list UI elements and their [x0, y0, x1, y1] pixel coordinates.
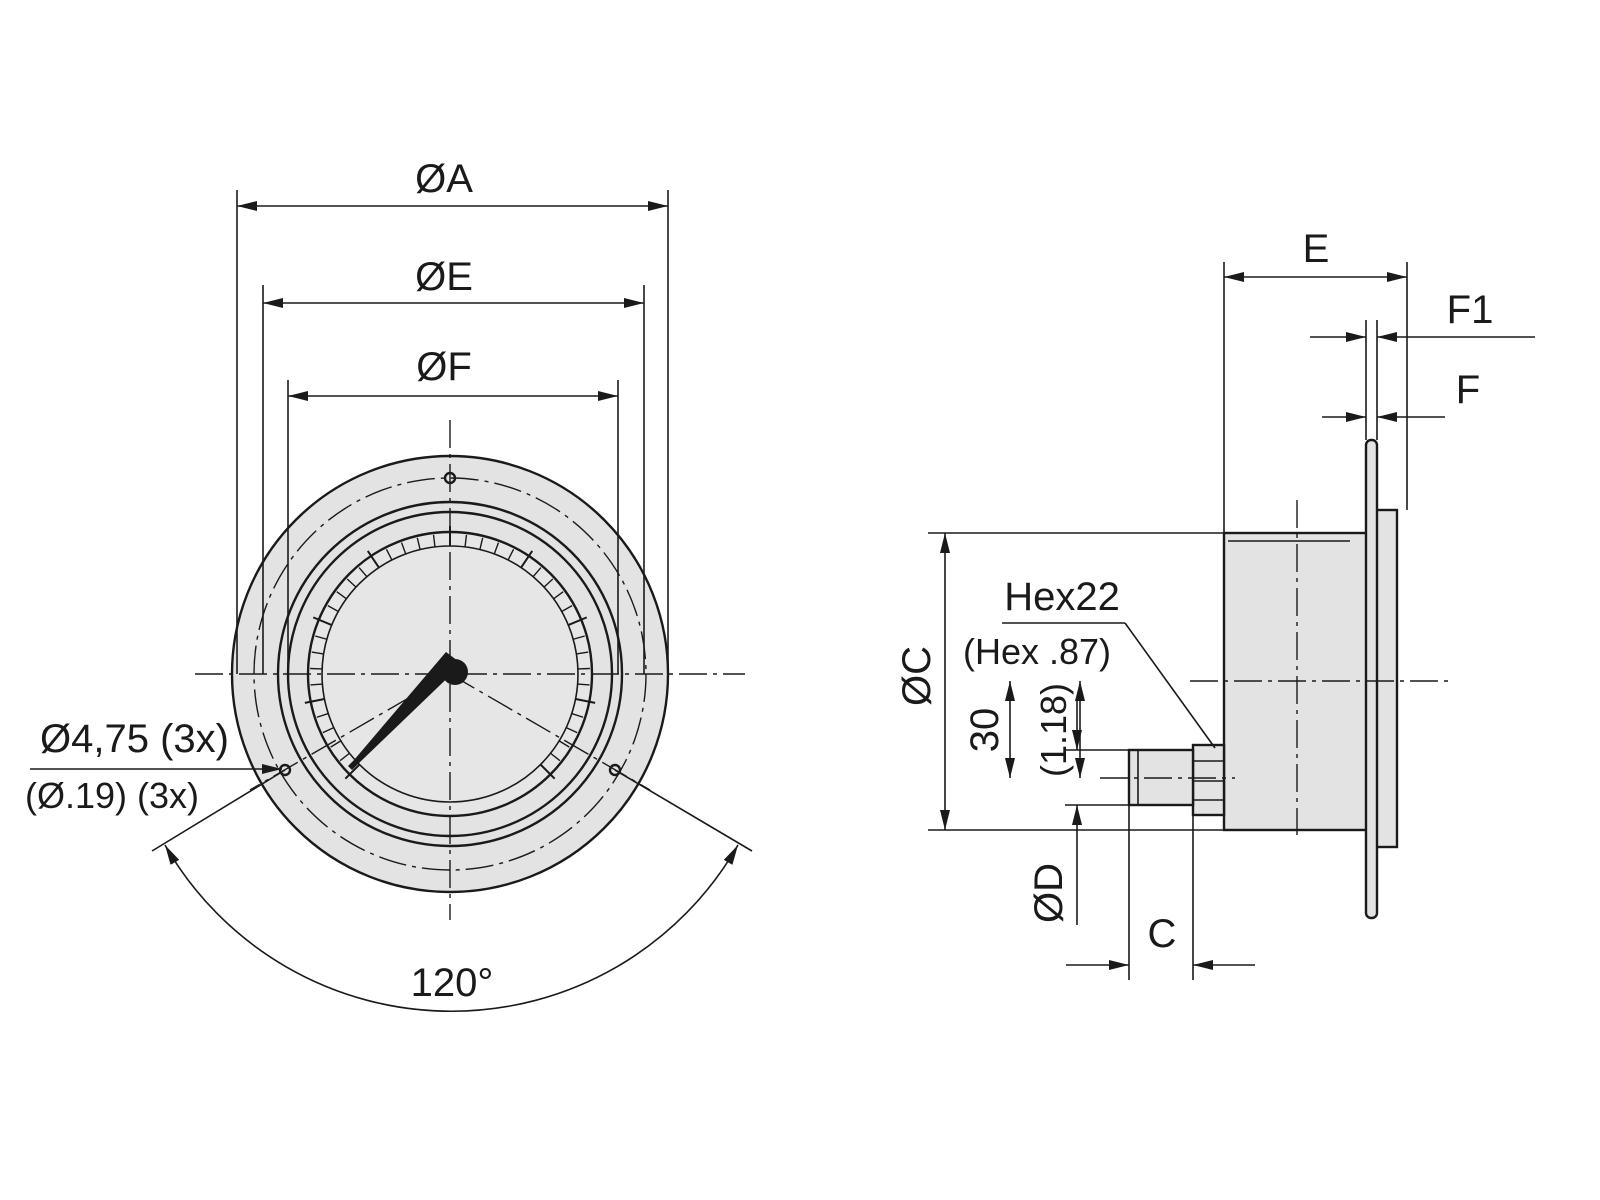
label-hex-imperial: (Hex .87) [963, 631, 1111, 672]
label-outer-diameter: ØA [415, 157, 473, 201]
label-hole-angle: 120° [411, 961, 494, 1005]
scale-tick [330, 740, 342, 748]
scale-tick [310, 683, 323, 686]
scale-tick [543, 578, 554, 588]
label-depth: E [1303, 227, 1330, 271]
front-view: ØA ØE ØF Ø4,75 (3x) (Ø.19) (3x) 120° [25, 157, 753, 1013]
label-hex: Hex22 [1004, 575, 1120, 619]
scale-tick [561, 604, 573, 613]
pointer-hub [442, 659, 468, 685]
scale-tick [312, 616, 333, 626]
label-bezel-diameter: ØE [415, 255, 473, 299]
scale-tick [571, 712, 584, 718]
scale-tick [358, 567, 368, 578]
scale-tick [346, 578, 357, 588]
scale-tick [432, 534, 436, 547]
label-offset: 30 [963, 708, 1007, 753]
scale-tick [315, 635, 327, 640]
side-view: E F1 F ØC Hex22 (Hex .87) 30 (1.18) ØD [895, 227, 1535, 980]
scale-tick [311, 651, 324, 655]
scale-tick [327, 604, 339, 613]
hex-leader [1124, 622, 1216, 749]
label-mount-hole: Ø4,75 (3x) [40, 717, 229, 761]
scale-tick [575, 697, 596, 704]
dial-scale-ticks [304, 526, 596, 780]
label-connection-diameter: ØD [1027, 863, 1071, 923]
scale-tick [532, 567, 542, 578]
mount-hole-right [608, 763, 622, 777]
pointer-needle [348, 652, 462, 770]
label-mount-hole-imperial: (Ø.19) (3x) [25, 775, 199, 816]
scale-tick [573, 635, 585, 640]
scale-tick [550, 752, 561, 762]
flange-plate [1364, 438, 1379, 920]
scale-tick [366, 550, 380, 569]
scale-tick [520, 550, 534, 569]
scale-tick [567, 616, 588, 626]
scale-tick [464, 534, 468, 547]
scale-tick [507, 548, 515, 561]
scale-tick [553, 591, 564, 600]
scale-tick [577, 683, 590, 686]
scale-tick [576, 651, 589, 655]
scale-tick [322, 726, 335, 734]
scale-tick [558, 740, 570, 748]
scale-tick [339, 752, 350, 762]
scale-tick [416, 537, 421, 550]
label-flange-f1: F1 [1447, 288, 1494, 332]
scale-tick [316, 712, 329, 718]
label-window-diameter: ØF [416, 345, 472, 389]
angle-arc [164, 844, 739, 1013]
label-connection-length: C [1148, 912, 1177, 956]
label-offset-imperial: (1.18) [1033, 683, 1074, 777]
scale-tick [385, 548, 393, 561]
scale-tick [344, 763, 361, 780]
label-flange-f: F [1456, 368, 1480, 412]
scale-tick [336, 591, 347, 600]
scale-tick [493, 542, 500, 555]
scale-tick [539, 763, 556, 780]
hex-nut [1191, 743, 1226, 817]
scale-tick [479, 537, 484, 550]
scale-tick [565, 726, 578, 734]
label-case-diameter: ØC [895, 646, 939, 706]
scale-tick [400, 542, 407, 555]
scale-tick [304, 697, 325, 704]
